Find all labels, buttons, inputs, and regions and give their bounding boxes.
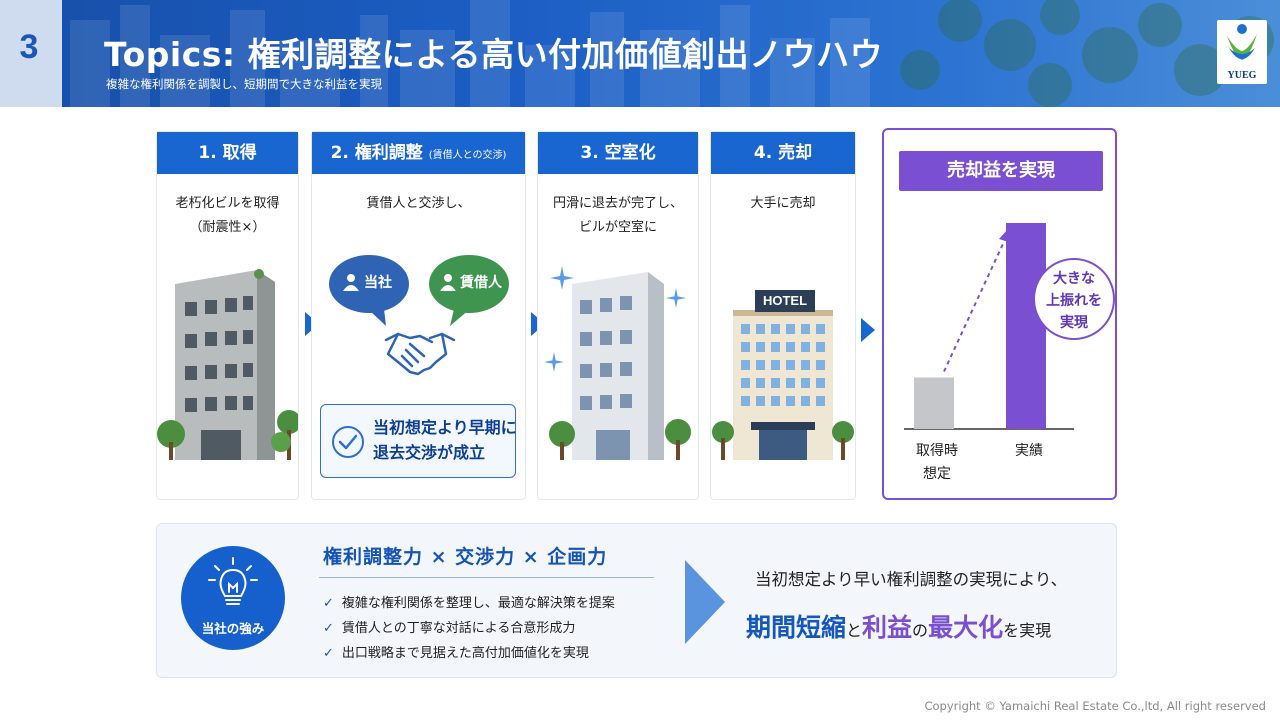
person-icon (343, 274, 359, 291)
growth-arrow-head (999, 229, 1009, 242)
skill-text: 賃借人との丁寧な対話による合意形成力 (341, 621, 576, 636)
emphasis-profit: 利益 (862, 613, 913, 642)
check-icon: ✓ (323, 621, 334, 636)
skill-text: 出口戦略まで見据えた高付加価値化を実現 (341, 646, 589, 661)
lightbulb-icon (208, 557, 258, 605)
step-heading: 3. 空室化 (538, 132, 698, 174)
emphasis-period: 期間短縮 (746, 613, 847, 642)
flow-arrow (861, 318, 875, 342)
growth-dashed-arrow (943, 232, 1009, 372)
page-title: Topics: 権利調整による高い付加価値創出ノウハウ (104, 35, 884, 74)
chart-bar-actual (1006, 223, 1046, 429)
conclusion-arrow (685, 560, 725, 644)
bar-label-line: 取得時 (916, 443, 958, 459)
bar-label-line: 想定 (923, 466, 951, 482)
tenant-bubble-label: 賃借人 (460, 275, 502, 291)
step-heading-label: 2. 権利調整 (330, 143, 423, 163)
tenant-speech-bubble (429, 255, 509, 326)
step-card-vacate: 3. 空室化 円滑に退去が完了し、 ビルが空室に (537, 131, 699, 500)
bar-label-actual: 実績 (1015, 443, 1043, 459)
conclusion-connector: の (912, 621, 929, 640)
skills-divider (319, 577, 654, 578)
handshake-icon (384, 332, 456, 376)
skill-item: ✓ 複雑な権利関係を整理し、最適な解決策を提案 (323, 592, 615, 611)
sparkle-icon (550, 266, 574, 290)
step-text-line: 円滑に退去が完了し、 (552, 196, 683, 211)
vacant-building-illustration (549, 272, 691, 460)
check-circle-icon (332, 426, 364, 458)
conclusion-end: を実現 (1003, 621, 1052, 640)
callout-line: 当初想定より早期に (373, 418, 517, 437)
hotel-illustration (712, 290, 854, 460)
step-text-line: 老朽化ビルを取得 (175, 196, 280, 211)
company-bubble-label: 当社 (364, 275, 392, 291)
logo-mark-icon (1227, 24, 1257, 60)
step-description: 大手に売却 (750, 196, 816, 211)
emphasis-maximize: 最大化 (928, 613, 1004, 642)
company-logo: YUEG (1217, 20, 1267, 84)
check-icon: ✓ (323, 596, 334, 611)
person-icon (440, 274, 456, 291)
skills-title: 権利調整力 × 交渉力 × 企画力 (323, 546, 608, 568)
sparkle-icon (666, 288, 686, 308)
company-speech-bubble (329, 255, 409, 326)
sparkle-icon (544, 352, 564, 372)
logo-text: YUEG (1227, 70, 1257, 81)
callout-line: 上振れを (1046, 293, 1102, 309)
skill-item: ✓ 出口戦略まで見据えた高付加価値化を実現 (323, 642, 589, 661)
conclusion-connector: と (846, 621, 863, 640)
strength-label: 当社の強み (201, 621, 265, 636)
chart-bar-planned (914, 377, 954, 429)
step-heading: 2. 権利調整 (賃借人との交渉) (312, 132, 525, 174)
early-agreement-callout: 当初想定より早期に 退去交渉が成立 (320, 404, 517, 478)
callout-text: 当初想定より早期に 退去交渉が成立 (373, 415, 517, 465)
old-building-illustration (157, 269, 298, 460)
callout-line: 退去交渉が成立 (373, 443, 486, 462)
upside-callout-circle (1033, 258, 1115, 340)
conclusion-line: 当初想定より早い権利調整の実現により、 (755, 570, 1068, 589)
step-description: 賃借人と交渉し、 (366, 196, 471, 211)
skill-text: 複雑な権利関係を整理し、最適な解決策を提案 (341, 596, 615, 611)
page-subtitle: 複雑な権利関係を調製し、短期間で大きな利益を実現 (106, 77, 382, 91)
result-bar-chart (904, 223, 1074, 430)
step-description: 円滑に退去が完了し、 ビルが空室に (538, 192, 698, 240)
check-icon: ✓ (323, 646, 334, 661)
section-number: 3 (19, 28, 39, 66)
cityscape-background (70, 0, 1274, 107)
callout-line: 実現 (1060, 315, 1088, 331)
strength-panel: 当社の強み 権利調整力 × 交渉力 × 企画力 ✓ 複雑な権利関係を整理し、最適な… (156, 523, 1117, 678)
callout-line: 大きな (1053, 271, 1095, 287)
bar-label-planned: 取得時 想定 (902, 440, 972, 486)
hotel-sign: HOTEL (762, 293, 808, 308)
result-card: 売却益を実現 大きな 上振れを 実現 取得時 想定 実績 (882, 128, 1117, 500)
step-text-line: （耐震性×） (189, 220, 266, 235)
header-banner: 3 Topics: 権利調整による高い付加価値創出ノウハウ 複雑な権利関係を調製… (0, 0, 1280, 107)
step-description: 老朽化ビルを取得 （耐震性×） (157, 192, 298, 240)
result-heading: 売却益を実現 (899, 151, 1103, 191)
step-heading: 4. 売却 (711, 132, 855, 174)
step-card-acquire: 1. 取得 老朽化ビルを取得 （耐震性×） (156, 131, 299, 500)
step-card-sell: 4. 売却 大手に売却 HOTEL (710, 131, 856, 500)
section-number-box: 3 (0, 0, 62, 107)
skill-item: ✓ 賃借人との丁寧な対話による合意形成力 (323, 617, 575, 636)
strength-circle: 当社の強み (181, 546, 285, 650)
step-text-line: ビルが空室に (578, 220, 657, 235)
copyright-footer: Copyright © Yamaichi Real Estate Co.,ltd… (924, 699, 1266, 713)
step-heading: 1. 取得 (157, 132, 298, 174)
step-heading-note: (賃借人との交渉) (428, 150, 507, 161)
conclusion-emphasis: 期間短縮と利益の最大化を実現 (746, 608, 1051, 644)
upside-callout-text: 大きな 上振れを 実現 (1031, 268, 1117, 334)
